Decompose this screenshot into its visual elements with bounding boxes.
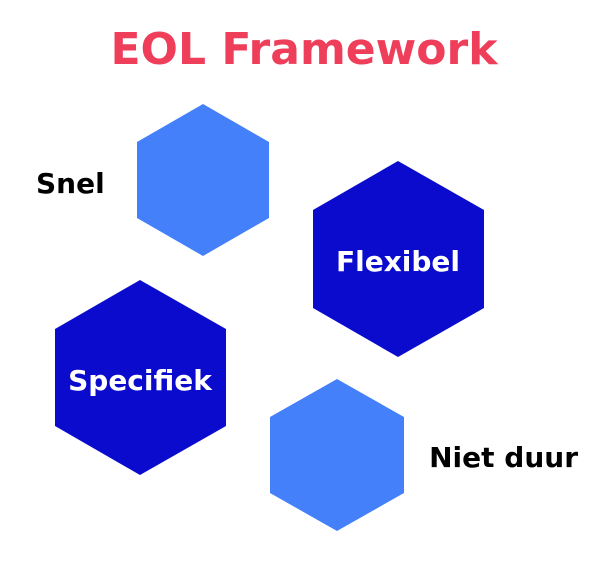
hexagon-specifiek [55, 280, 226, 475]
page-title: EOL Framework [111, 24, 500, 75]
label-snel: Snel [36, 167, 105, 200]
hexagon-niet-duur [270, 379, 404, 531]
hexagon-snel [137, 104, 269, 256]
label-specifiek: Specifiek [68, 364, 213, 397]
label-niet-duur: Niet duur [429, 441, 578, 474]
label-flexibel: Flexibel [336, 245, 460, 278]
hexagon-flexibel [313, 161, 484, 357]
